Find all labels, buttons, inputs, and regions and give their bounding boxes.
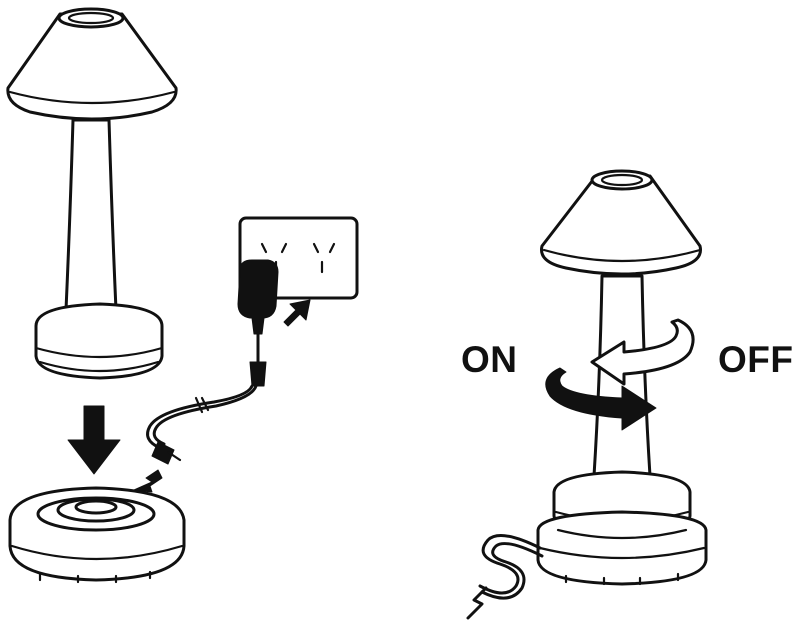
- on-rotate-arrow-icon: [545, 367, 657, 431]
- lamp-left: [6, 7, 178, 380]
- charging-cable: [146, 384, 258, 465]
- plug-in-arrow-icon: [283, 299, 311, 327]
- on-label: ON: [461, 339, 518, 380]
- down-arrow-icon: [67, 405, 121, 475]
- power-adapter-icon: [237, 259, 279, 387]
- off-rotate-arrow-icon: [590, 318, 695, 386]
- lamp-right-shade: [540, 174, 702, 276]
- off-label: OFF: [718, 339, 794, 380]
- lamp-left-base: [34, 302, 164, 380]
- coiled-cable: [478, 534, 542, 595]
- connector-arrow-icon: [133, 469, 163, 493]
- charging-base: [8, 486, 186, 584]
- lamp-left-stem: [64, 118, 118, 312]
